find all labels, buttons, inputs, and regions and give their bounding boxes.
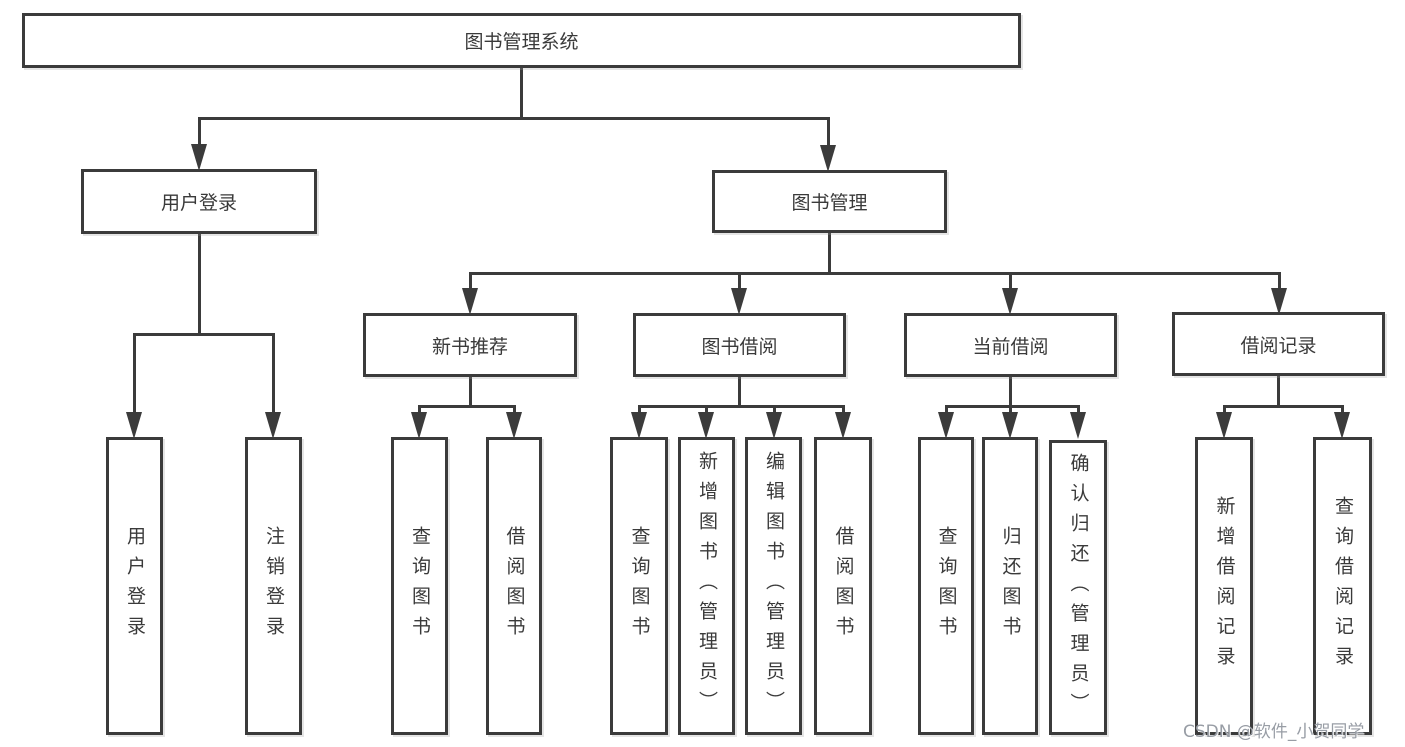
connector-borrow-stem <box>738 375 741 408</box>
node-root: 图书管理系统 <box>22 13 1021 68</box>
arrowhead <box>835 412 851 439</box>
connector-arrow-stem <box>198 117 201 149</box>
connector-arrow-stem <box>1278 272 1281 292</box>
connector-current-stem <box>1009 375 1012 408</box>
node-borrow-records-label: 借阅记录 <box>1240 334 1317 357</box>
connector-level3-bus <box>469 272 1280 275</box>
node-root-label: 图书管理系统 <box>464 31 579 53</box>
connector-root-stem <box>520 66 523 120</box>
connector-arrow-stem <box>1077 405 1080 417</box>
connector-records-fork <box>1223 405 1344 408</box>
node-book-mgmt: 图书管理 <box>712 170 947 233</box>
node-borrow-records: 借阅记录 <box>1172 312 1385 376</box>
leaf-recommend-borrow-books-label: 借阅图书 <box>503 526 526 646</box>
connector-arrow-stem <box>418 405 421 417</box>
node-user-login: 用户登录 <box>81 169 317 234</box>
leaf-recommend-query-books: 查询图书 <box>391 437 448 735</box>
arrowhead <box>731 288 747 315</box>
arrowhead <box>631 412 647 439</box>
connector-arrow-stem <box>827 117 830 149</box>
arrowhead <box>938 412 954 439</box>
connector-arrow-stem <box>272 333 275 415</box>
connector-arrow-stem <box>738 272 741 292</box>
connector-arrow-stem <box>513 405 516 417</box>
watermark: CSDN @软件_小贺同学 <box>1183 722 1365 742</box>
arrowhead <box>766 412 782 439</box>
connector-arrow-stem <box>469 272 472 292</box>
connector-bookmgmt-stem <box>828 231 831 275</box>
connector-borrow-fork <box>638 405 844 408</box>
arrowhead <box>1070 412 1086 439</box>
leaf-current-confirm-return-label: 确认归还（管理员） <box>1067 452 1090 723</box>
leaf-logout: 注销登录 <box>245 437 302 735</box>
leaf-borrow-borrow-books: 借阅图书 <box>814 437 872 735</box>
connector-recommend-fork <box>418 405 516 408</box>
connector-arrow-stem <box>705 405 708 417</box>
arrowhead <box>265 412 281 439</box>
arrowhead <box>126 412 142 439</box>
node-user-login-label: 用户登录 <box>160 192 237 214</box>
connector-current-fork <box>945 405 1079 408</box>
connector-arrow-stem <box>1223 405 1226 417</box>
leaf-user-login: 用户登录 <box>106 437 163 735</box>
leaf-borrow-query-books: 查询图书 <box>610 437 668 735</box>
leaf-borrow-borrow-books-label: 借阅图书 <box>832 526 855 646</box>
leaf-borrow-add-books: 新增图书（管理员） <box>678 437 735 735</box>
leaf-borrow-edit-books-label: 编辑图书（管理员） <box>763 451 785 721</box>
connector-arrow-stem <box>133 333 136 415</box>
connector-arrow-stem <box>1009 405 1012 417</box>
connector-userlogin-stem <box>198 232 201 335</box>
leaf-current-return-books: 归还图书 <box>982 437 1038 735</box>
leaf-recommend-query-books-label: 查询图书 <box>409 526 431 646</box>
leaf-logout-label: 注销登录 <box>263 526 285 646</box>
leaf-current-query-books-label: 查询图书 <box>935 526 958 646</box>
connector-arrow-stem <box>1009 272 1012 292</box>
leaf-current-query-books: 查询图书 <box>918 437 974 735</box>
leaf-borrow-edit-books: 编辑图书（管理员） <box>745 437 802 735</box>
leaf-recommend-borrow-books: 借阅图书 <box>486 437 542 735</box>
node-current-borrow-label: 当前借阅 <box>972 335 1049 358</box>
node-new-book-recommend-label: 新书推荐 <box>431 335 508 358</box>
connector-arrow-stem <box>842 405 845 417</box>
arrowhead <box>1271 288 1287 315</box>
connector-userlogin-fork <box>133 333 275 336</box>
arrowhead <box>1002 412 1018 439</box>
node-current-borrow: 当前借阅 <box>904 313 1117 377</box>
leaf-borrow-query-books-label: 查询图书 <box>628 526 651 646</box>
leaf-user-login-label: 用户登录 <box>124 526 146 646</box>
arrowhead <box>1002 288 1018 315</box>
connector-arrow-stem <box>638 405 641 417</box>
connector-arrow-stem <box>945 405 948 417</box>
connector-level2-bus <box>198 117 830 120</box>
leaf-borrow-add-books-label: 新增图书（管理员） <box>696 451 718 721</box>
node-book-borrow: 图书借阅 <box>633 313 846 377</box>
arrowhead <box>506 412 522 439</box>
leaf-current-confirm-return: 确认归还（管理员） <box>1049 440 1107 735</box>
connector-records-stem <box>1277 372 1280 408</box>
arrowhead <box>1334 412 1350 439</box>
leaf-current-return-books-label: 归还图书 <box>999 526 1022 646</box>
arrowhead <box>462 288 478 315</box>
arrowhead <box>820 145 836 172</box>
arrowhead <box>191 144 207 171</box>
node-book-mgmt-label: 图书管理 <box>791 192 868 214</box>
arrowhead <box>1216 412 1232 439</box>
leaf-records-add: 新增借阅记录 <box>1195 437 1253 735</box>
node-book-borrow-label: 图书借阅 <box>701 335 778 358</box>
leaf-records-add-label: 新增借阅记录 <box>1213 496 1236 676</box>
arrowhead <box>411 412 427 439</box>
connector-arrow-stem <box>773 405 776 417</box>
leaf-records-query: 查询借阅记录 <box>1313 437 1372 735</box>
connector-recommend-stem <box>469 375 472 408</box>
connector-arrow-stem <box>1341 405 1344 417</box>
leaf-records-query-label: 查询借阅记录 <box>1332 496 1354 676</box>
node-new-book-recommend: 新书推荐 <box>363 313 577 377</box>
arrowhead <box>698 412 714 439</box>
